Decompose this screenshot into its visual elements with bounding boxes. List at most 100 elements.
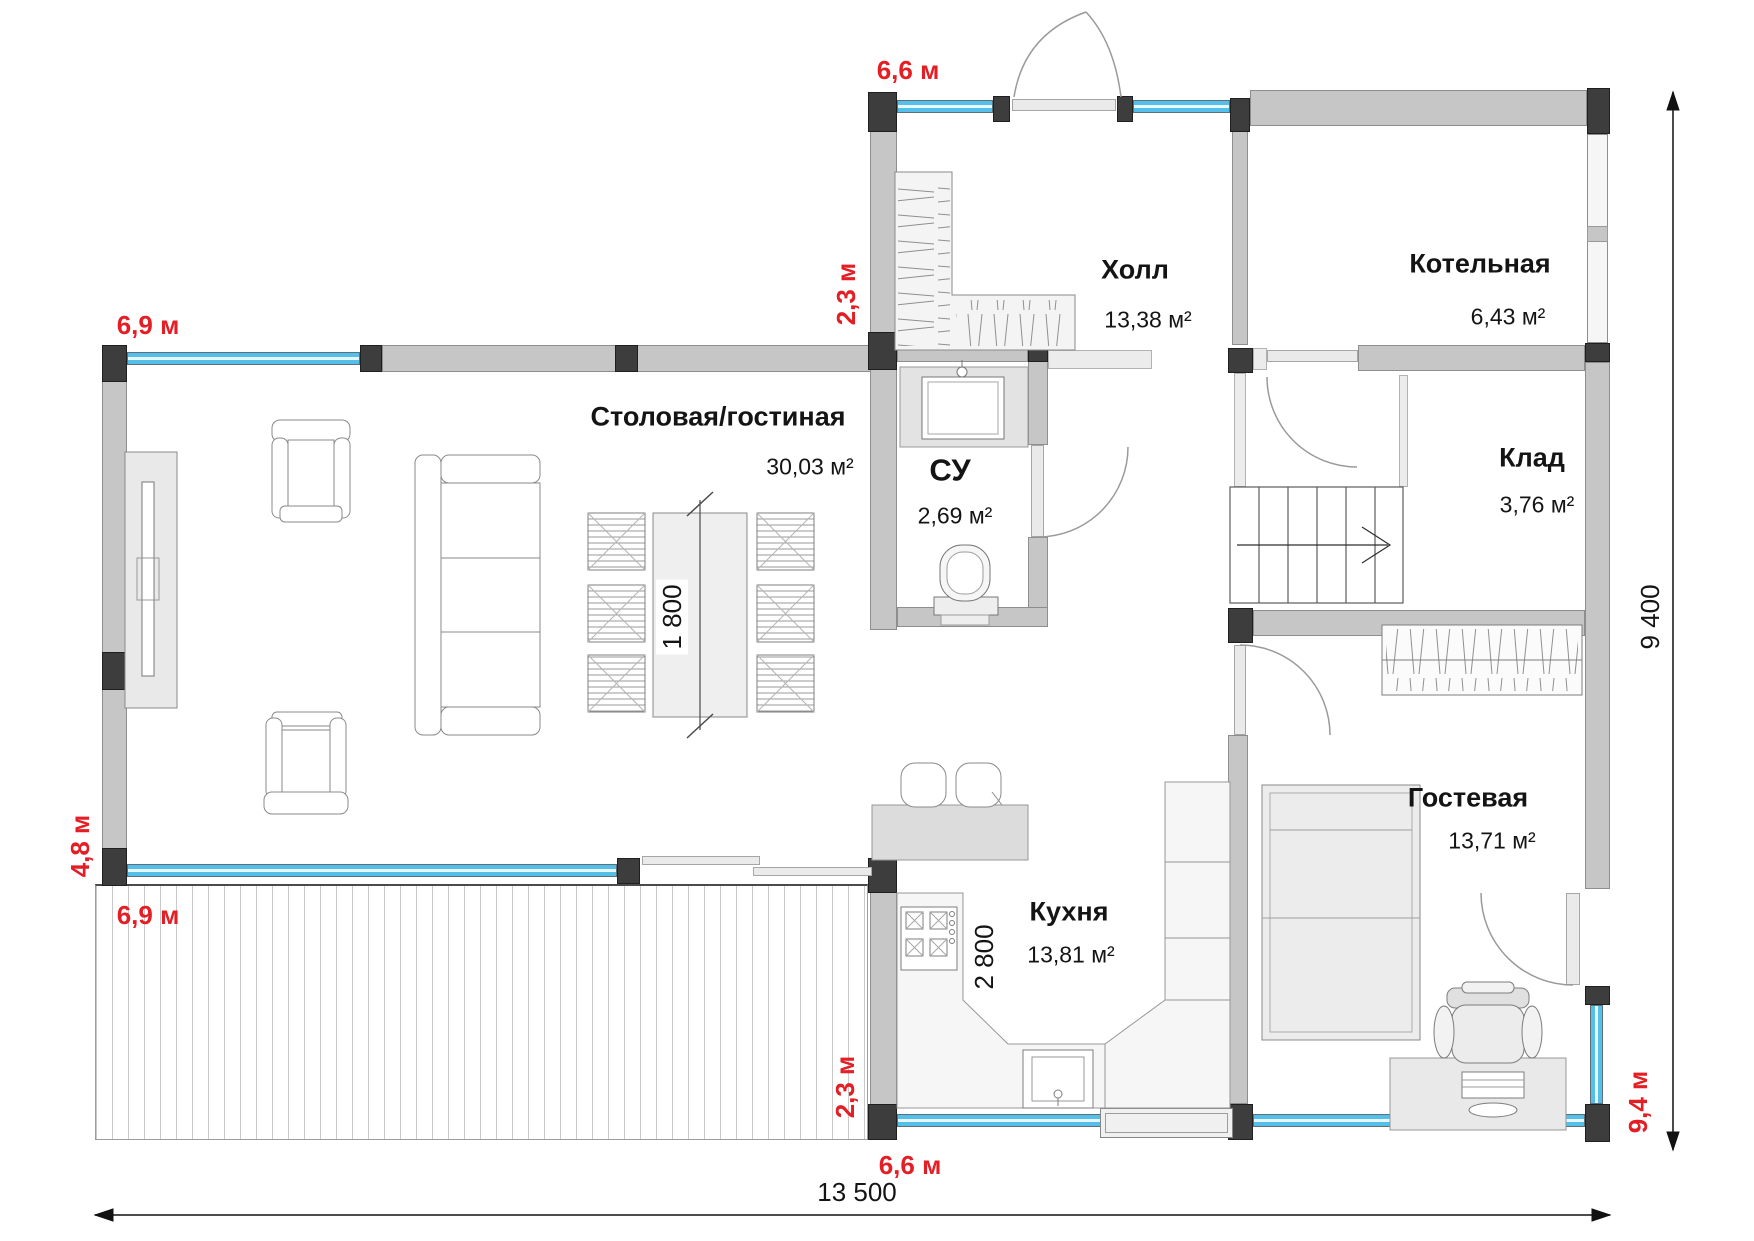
office-chair — [1433, 981, 1543, 1064]
dim-red-terrace: 6,9 м — [116, 900, 180, 930]
post-bottomright-corner — [1585, 1104, 1610, 1142]
wall-bath-bottom — [897, 607, 1048, 627]
room-area-living: 30,03 м² — [766, 453, 854, 480]
post-kitchen-bottomleft — [868, 1104, 897, 1140]
post-kitchen-topleft — [868, 858, 897, 893]
post-slider-left — [617, 858, 640, 884]
wall-bath-left — [870, 368, 897, 630]
bathroom-vanity — [899, 360, 1029, 448]
dining-chairs — [587, 512, 815, 713]
window-guest-right — [1590, 1005, 1603, 1104]
post-entry-left — [868, 92, 897, 132]
armchair-top — [271, 419, 351, 523]
room-label-hall: Холл — [1101, 254, 1169, 285]
wall-divider-thin — [1234, 373, 1246, 487]
post-hall-win-end — [1230, 98, 1250, 132]
room-area-hall: 13,38 м² — [1104, 306, 1192, 333]
sofa — [414, 454, 541, 736]
room-label-storage: Клад — [1499, 442, 1565, 473]
dimension-line-width — [93, 1208, 1612, 1222]
armchair-bottom — [263, 711, 349, 815]
room-label-living: Столовая/гостиная — [590, 401, 846, 432]
halfwall-corridor — [1048, 350, 1152, 369]
window-guest-bottom — [1253, 1114, 1585, 1127]
room-area-storage: 3,76 м² — [1499, 491, 1575, 518]
post-bath-topright — [1028, 338, 1048, 362]
wall-bath-top — [897, 338, 1028, 362]
window-kitchen-bottom — [897, 1114, 1102, 1127]
room-area-boiler: 6,43 м² — [1470, 303, 1546, 330]
post-left-bottom — [102, 848, 127, 886]
dim-red-left-bottom: 4,8 м — [65, 814, 95, 878]
post-rightwin-top — [1585, 986, 1610, 1005]
wall-storage-left — [1399, 375, 1408, 487]
room-label-kitchen: Кухня — [1029, 896, 1109, 927]
dim-red-top-left: 6,9 м — [116, 310, 180, 340]
wall-hall-boiler-divider — [1232, 126, 1248, 345]
wall-left-upper — [102, 380, 127, 654]
boiler-door-arc — [1266, 376, 1358, 468]
post-left-mid — [102, 652, 127, 690]
boiler-door-leaf — [1267, 350, 1358, 362]
window-entry-right — [1133, 100, 1230, 113]
post-guestdoor-top — [1228, 608, 1253, 643]
exterior-door-leaf — [1566, 893, 1580, 985]
post-hall-corner — [868, 332, 897, 370]
dim-red-bottom-entry: 6,6 м — [878, 1150, 942, 1180]
dimension-line-height — [1666, 90, 1680, 1152]
room-label-bathroom: СУ — [929, 452, 971, 488]
bar-counter — [871, 762, 1029, 861]
wall-kitchen-left — [870, 891, 897, 1106]
french-window-kitchen — [1100, 1108, 1233, 1138]
window-living-bottom — [127, 864, 617, 877]
window-living-top — [127, 352, 360, 365]
room-label-guest: Гостевая — [1407, 782, 1529, 813]
room-area-bathroom: 2,69 м² — [917, 502, 993, 529]
bath-door-arc — [1037, 446, 1129, 538]
wall-boiler-top — [1250, 90, 1587, 126]
post-topright-corner — [1587, 88, 1610, 134]
bath-door-leaf — [1031, 445, 1044, 537]
guest-door-leaf — [1234, 645, 1246, 735]
post-living-topleft — [102, 345, 127, 382]
guest-door-arc — [1239, 644, 1331, 736]
dim-red-top-entry: 6,6 м — [876, 55, 940, 85]
dim-total-width: 13 500 — [817, 1177, 897, 1207]
post-boilerwin-end — [1585, 343, 1610, 362]
jamb-boiler-door — [1253, 348, 1267, 370]
wall-guest-top — [1253, 610, 1585, 636]
bed — [1261, 784, 1421, 1041]
dim-red-kitchen-side: 2,3 м — [830, 1055, 860, 1119]
wall-right — [1585, 362, 1610, 889]
exterior-door-arc — [1480, 892, 1574, 986]
room-area-guest: 13,71 м² — [1448, 827, 1536, 854]
dim-kitchen-width: 2 800 — [969, 924, 999, 990]
dim-total-height: 9 400 — [1635, 584, 1665, 650]
wall-left-lower — [102, 688, 127, 850]
post-living-top-2 — [615, 345, 638, 372]
terrace-slider-panel-2 — [753, 867, 872, 876]
post-living-top-1 — [360, 345, 382, 372]
wall-boiler-bottom — [1358, 345, 1585, 371]
wall-hall-left — [870, 128, 897, 336]
room-label-boiler: Котельная — [1409, 248, 1551, 279]
terrace-deck — [95, 884, 868, 1140]
dim-red-hall-side: 2,3 м — [831, 262, 861, 326]
kitchen-sink — [1022, 1049, 1094, 1109]
tv-panel — [124, 451, 178, 709]
window-entry-left — [897, 100, 993, 113]
dim-table-length: 1 800 — [656, 579, 688, 655]
stove — [900, 906, 958, 971]
room-area-kitchen: 13,81 м² — [1027, 941, 1115, 968]
post-entry-jamb-r — [1117, 96, 1133, 122]
hall-wardrobe — [894, 171, 1076, 351]
post-divider-bottom — [1228, 348, 1253, 373]
post-entry-jamb-l — [993, 96, 1010, 122]
wall-guest-left — [1228, 735, 1248, 1104]
stairs — [1229, 486, 1404, 604]
dim-red-right-bottom: 9,4 м — [1623, 1070, 1653, 1134]
entry-door-arc — [1013, 11, 1122, 98]
entry-door-leaf — [1012, 99, 1116, 111]
window-boiler-mullion — [1587, 226, 1608, 242]
